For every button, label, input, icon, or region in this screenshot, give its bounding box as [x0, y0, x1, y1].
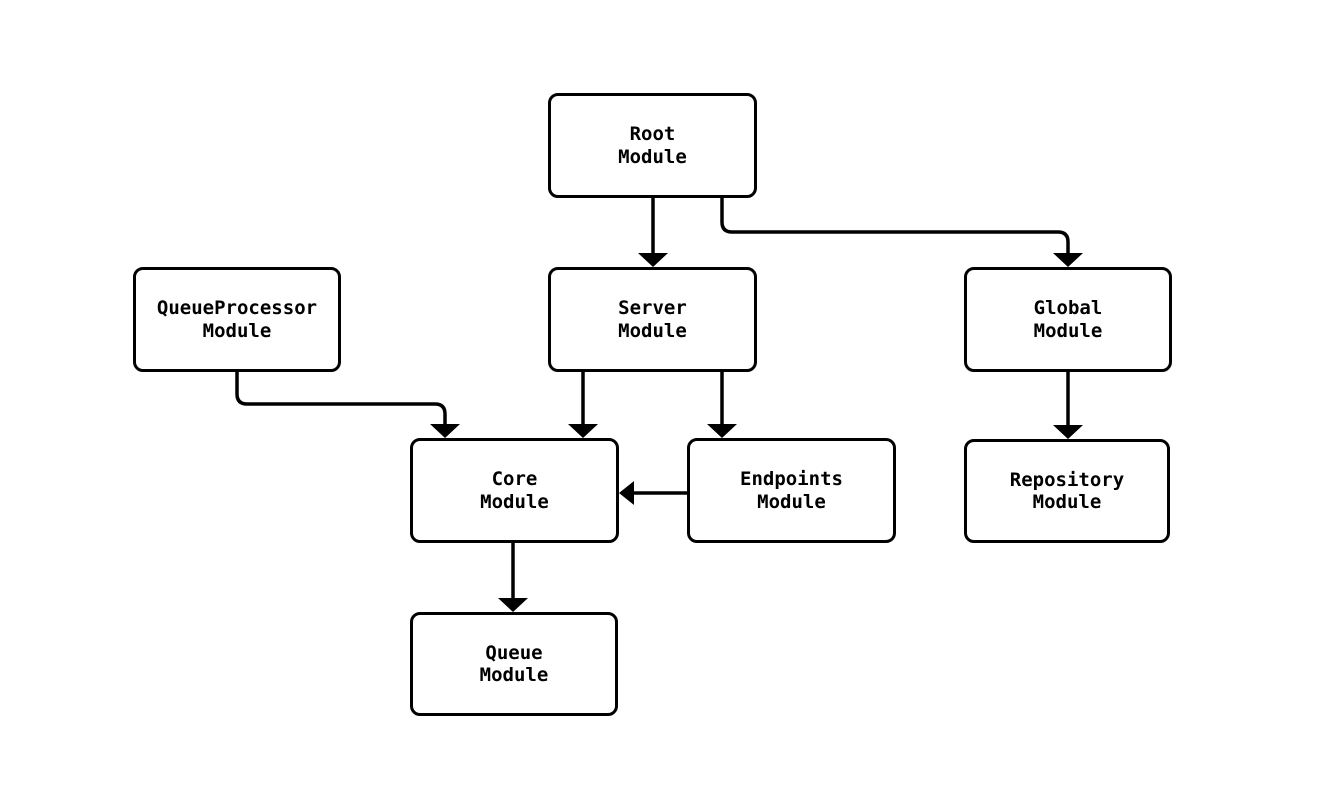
- node-global-module: Global Module: [964, 267, 1172, 372]
- node-queueprocessor-module-label: QueueProcessor Module: [156, 297, 318, 342]
- edge-root-to-global: [720, 198, 1070, 253]
- arrowhead-server-to-core: [568, 424, 598, 438]
- node-repository-module-label: Repository Module: [1009, 468, 1125, 513]
- node-root-module: Root Module: [548, 93, 757, 198]
- node-queueprocessor-module: QueueProcessor Module: [133, 267, 341, 372]
- arrowhead-core-to-queue: [498, 598, 528, 612]
- arrowhead-global-to-repository: [1053, 425, 1083, 439]
- node-server-module-label: Server Module: [618, 297, 687, 342]
- node-root-module-label: Root Module: [618, 123, 687, 168]
- node-queue-module-label: Queue Module: [479, 641, 549, 686]
- node-endpoints-module: Endpoints Module: [687, 438, 896, 543]
- arrowhead-queueprocessor-to-core: [430, 424, 460, 438]
- arrowhead-root-to-server: [638, 253, 668, 267]
- node-global-module-label: Global Module: [1033, 297, 1103, 342]
- arrowhead-server-to-endpoints: [707, 424, 737, 438]
- node-core-module: Core Module: [410, 438, 619, 543]
- arrowhead-root-to-global: [1053, 253, 1083, 267]
- arrowhead-endpoints-to-core: [619, 481, 634, 505]
- edge-queueprocessor-to-core: [235, 372, 447, 424]
- node-server-module: Server Module: [548, 267, 757, 372]
- node-queue-module: Queue Module: [410, 612, 618, 716]
- node-endpoints-module-label: Endpoints Module: [740, 468, 843, 513]
- node-core-module-label: Core Module: [480, 468, 549, 513]
- node-repository-module: Repository Module: [964, 439, 1170, 543]
